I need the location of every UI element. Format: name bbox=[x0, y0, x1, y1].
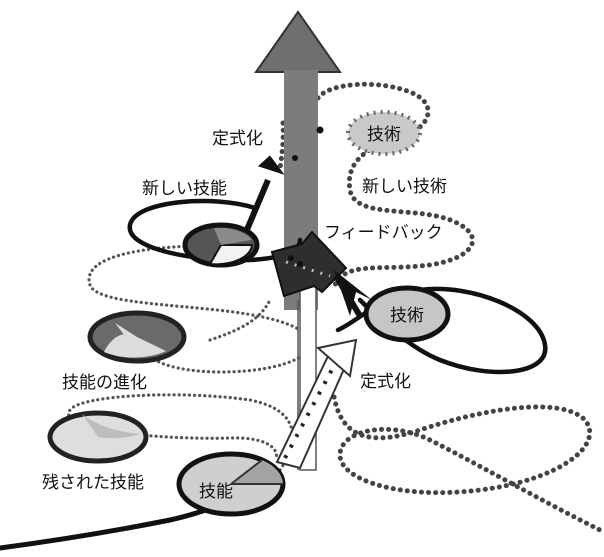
label-new-skill: 新しい技能 bbox=[142, 179, 227, 199]
dotted-connector bbox=[208, 298, 272, 342]
label-new-tech: 新しい技術 bbox=[362, 177, 447, 197]
tech-ellipse-top: 技術 bbox=[346, 110, 422, 156]
skill-evolution-ellipse bbox=[87, 310, 187, 364]
central-arrow-head bbox=[254, 10, 342, 73]
dashed-up-arrow bbox=[275, 338, 358, 470]
dotted-loop-remaining bbox=[66, 393, 295, 472]
dotted-loop-skill-evolution bbox=[87, 244, 312, 374]
dotted-loop-lower bbox=[330, 387, 603, 533]
label-feedback: フィードバック bbox=[324, 223, 443, 243]
label-formalize-right: 定式化 bbox=[360, 372, 411, 392]
tech-ellipse-middle: 技術 bbox=[363, 285, 451, 343]
tech-ellipse-middle-label: 技術 bbox=[390, 306, 424, 326]
new-skill-ellipse bbox=[182, 222, 260, 268]
feedback-arrow bbox=[270, 230, 372, 318]
label-remaining-skill: 残された技能 bbox=[42, 473, 144, 493]
dotted-loop-upper bbox=[315, 81, 476, 288]
skill-ellipse-bottom-label: 技能 bbox=[199, 482, 233, 502]
label-formalize-top: 定式化 bbox=[212, 129, 263, 149]
dotted-spiral-skill bbox=[66, 244, 312, 472]
skill-ellipse-bottom: 技能 bbox=[176, 451, 286, 517]
remaining-skill-ellipse bbox=[47, 410, 149, 464]
new-skill-up-arrow bbox=[243, 155, 285, 234]
text-labels: 定式化 新しい技能 新しい技術 フィードバック 技能の進化 定式化 残された技能 bbox=[42, 129, 447, 493]
dotted-line-top bbox=[277, 120, 286, 171]
tech-ellipse-top-label: 技術 bbox=[367, 125, 401, 145]
center-dots bbox=[288, 126, 324, 267]
label-skill-evolution: 技能の進化 bbox=[62, 373, 147, 393]
dotted-spiral-technology bbox=[277, 81, 603, 533]
